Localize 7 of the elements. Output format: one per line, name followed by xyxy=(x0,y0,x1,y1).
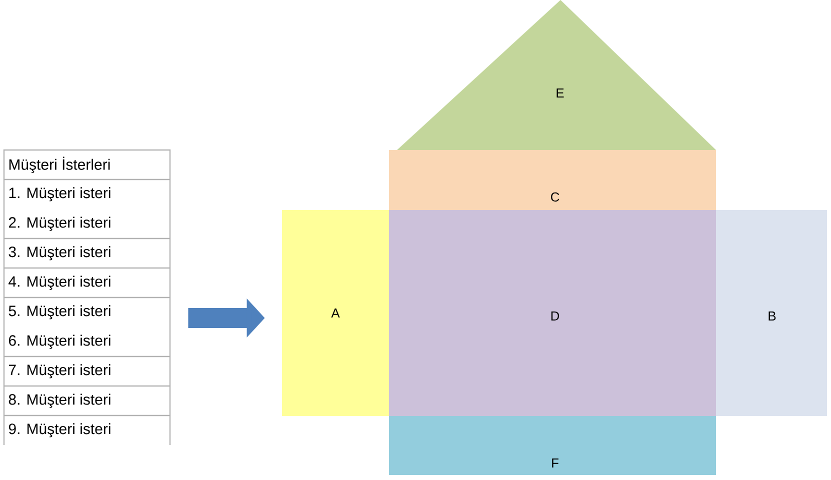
ceiling-band: C xyxy=(389,150,716,210)
wall-box: B xyxy=(716,210,827,416)
floor-band: F xyxy=(389,416,716,475)
roof-triangle: E xyxy=(397,0,716,150)
requirements-table: Müşteri İsterleri 1. Müşteri isteri 2. Müşteri isteri 3. Müşteri isteri 4. Müşteri isteri 5. Müşteri isteri 6. Müşteri isteri 7. Müşteri isteri 8. Müşteri isteri 9. Müşteri isteri xyxy=(3,149,171,445)
wall-box: A xyxy=(282,210,389,416)
matrix-box: D xyxy=(389,210,716,416)
